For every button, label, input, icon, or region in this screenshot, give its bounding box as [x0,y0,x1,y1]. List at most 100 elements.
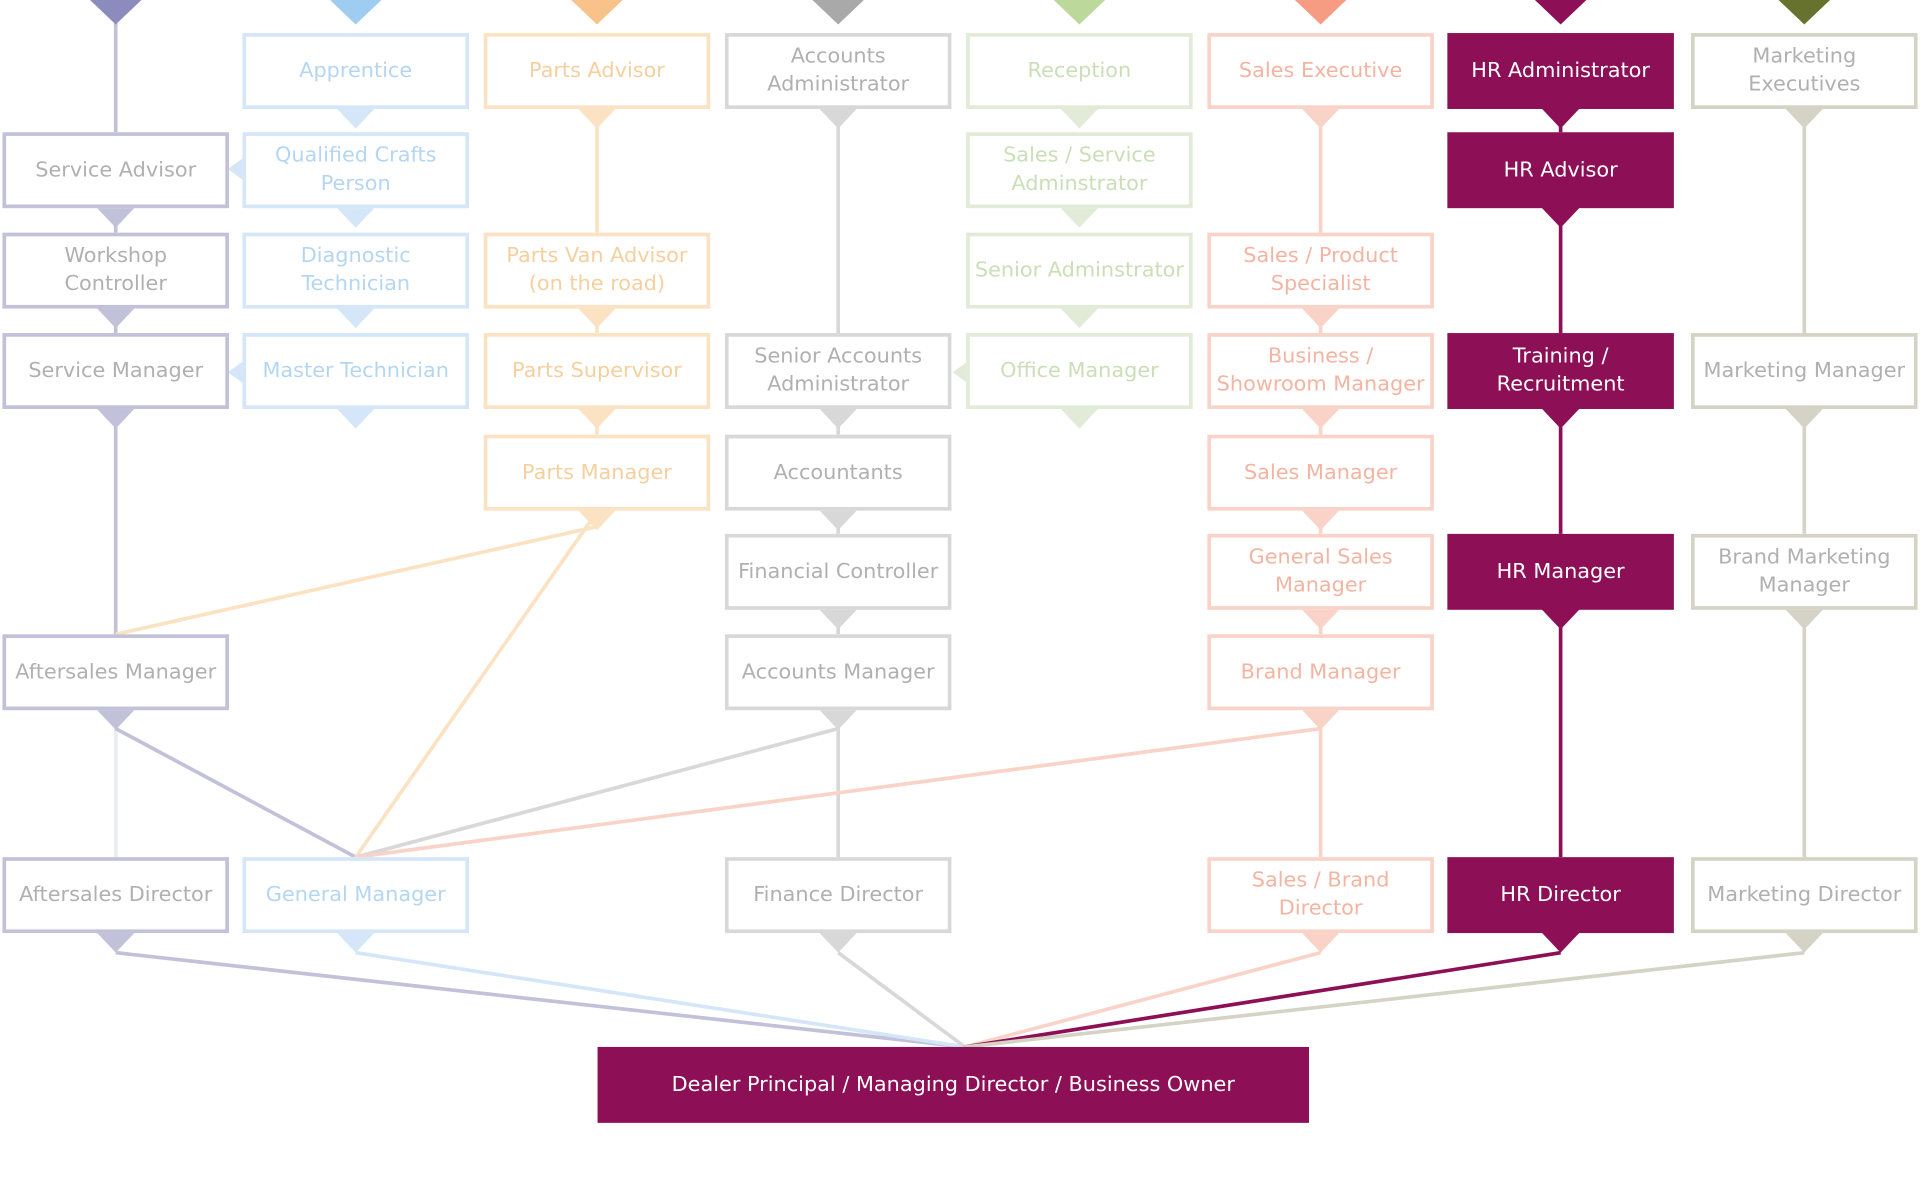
role-label: Apprentice [299,58,413,83]
role-label: Parts Supervisor [512,358,682,383]
role-general-manager: General Manager [242,857,469,934]
aftersales-top-arrow [90,0,142,25]
pointer-arrow [817,930,859,953]
sales-top-arrow [1294,0,1347,25]
side-arrow [227,156,245,182]
role-office-manager: Office Manager [966,333,1193,409]
role-sales-executive: Sales Executive [1207,33,1434,109]
role-label: Accountants [773,459,903,485]
role-label: HR Manager [1496,558,1625,584]
pointer-arrow [1299,607,1342,630]
hr-top-arrow [1534,0,1587,25]
pointer-arrow [334,930,377,953]
marketing-to-top-link [964,950,1805,1049]
role-parts-supervisor: Parts Supervisor [483,333,711,409]
role-parts-van-advisor-on-the-road: Parts Van Advisor (on the road) [483,232,711,309]
pointer-arrow [1539,406,1582,429]
role-brand-manager: Brand Manager [1207,634,1434,711]
role-qualified-crafts-person: Qualified Crafts Person [242,132,469,209]
role-training-recruitment: Training / Recruitment [1447,333,1674,409]
pointer-arrow [94,406,137,429]
sales-to-general-manager-link [355,726,1321,859]
technical-to-top-link [355,950,966,1049]
role-label: Parts Manager [522,459,672,485]
pointer-arrow [1299,106,1342,129]
technical-top-arrow [330,0,382,25]
role-label: Sales / Service Adminstrator [1003,143,1156,196]
role-label: HR Director [1500,882,1621,907]
pointer-arrow [1783,106,1826,129]
role-senior-adminstrator: Senior Adminstrator [966,232,1193,309]
role-label: Training / Recruitment [1496,344,1625,397]
pointer-arrow [1058,106,1101,129]
role-label: Sales Executive [1238,58,1403,83]
pointer-arrow [1058,306,1101,329]
role-apprentice: Apprentice [242,33,469,109]
role-label: Finance Director [753,882,924,907]
role-label: Senior Adminstrator [974,257,1184,283]
pointer-arrow [817,508,859,531]
pointer-arrow [1783,607,1826,630]
pointer-arrow [334,106,377,129]
role-accountants: Accountants [724,434,952,511]
pointer-arrow [1299,406,1342,429]
role-hr-administrator: HR Administrator [1447,33,1674,109]
role-label: Master Technician [262,358,449,383]
role-label: Senior Accounts Administrator [754,344,923,397]
role-label: Financial Controller [738,558,939,584]
role-workshop-controller: Workshop Controller [2,232,229,309]
pointer-arrow [94,306,137,329]
pointer-arrow [1783,406,1826,429]
top-role-dealer-principal: Dealer Principal / Managing Director / B… [597,1046,1309,1123]
role-hr-manager: HR Manager [1447,533,1674,610]
pointer-arrow [576,106,618,129]
role-senior-accounts-administrator: Senior Accounts Administrator [724,333,952,409]
role-diagnostic-technician: Diagnostic Technician [242,232,469,309]
side-arrow [227,360,245,385]
pointer-arrow [576,508,618,531]
role-marketing-manager: Marketing Manager [1691,333,1918,409]
role-sales-manager: Sales Manager [1207,434,1434,511]
pointer-arrow [1299,707,1342,730]
pointer-arrow [1539,607,1582,630]
role-general-sales-manager: General Sales Manager [1207,533,1434,610]
role-accounts-manager: Accounts Manager [724,634,952,711]
role-master-technician: Master Technician [242,333,469,409]
parts-to-general-manager-link [354,510,599,859]
role-label: General Sales Manager [1248,544,1393,598]
role-label: Business / Showroom Manager [1216,344,1425,397]
pointer-arrow [1058,406,1101,429]
pointer-arrow [334,306,377,329]
role-aftersales-director: Aftersales Director [2,857,229,934]
role-label: Diagnostic Technician [300,243,411,297]
pointer-arrow [1058,205,1101,228]
role-marketing-executives: Marketing Executives [1691,33,1918,109]
sales-to-top-link [964,950,1322,1049]
parts-top-arrow [571,0,623,25]
role-reception: Reception [966,33,1193,109]
role-label: Parts Van Advisor (on the road) [506,243,688,297]
role-label: Brand Manager [1240,659,1401,684]
role-label: HR Advisor [1503,157,1618,182]
role-label: Parts Advisor [528,58,665,83]
aftersales-to-top-link [115,950,966,1049]
top-role-label: Dealer Principal / Managing Director / B… [671,1072,1235,1097]
pointer-arrow [94,930,137,953]
role-sales-brand-director: Sales / Brand Director [1207,857,1434,934]
pointer-arrow [1539,205,1582,228]
role-label: Brand Marketing Manager [1718,544,1891,598]
marketing-top-arrow [1778,0,1831,25]
reception-top-arrow [1053,0,1106,25]
role-label: Marketing Manager [1703,358,1906,383]
role-label: HR Administrator [1471,58,1650,83]
role-label: Aftersales Manager [15,659,217,684]
role-label: Workshop Controller [64,243,168,297]
role-accounts-administrator: Accounts Administrator [724,33,952,109]
role-sales-service-adminstrator: Sales / Service Adminstrator [966,132,1193,209]
pointer-arrow [1783,930,1826,953]
pointer-arrow [1299,306,1342,329]
role-label: Reception [1027,58,1132,83]
role-hr-director: HR Director [1447,857,1674,934]
hr-to-top-link [964,950,1561,1049]
